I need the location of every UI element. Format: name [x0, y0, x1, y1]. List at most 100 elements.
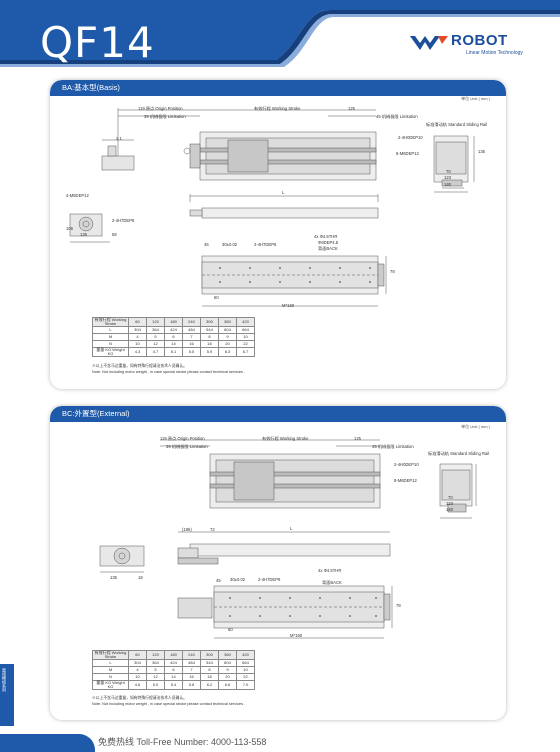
table-header-cell: 420 [236, 650, 255, 660]
table-header-cell: 420 [236, 317, 255, 327]
dim-135-end: 135 [478, 149, 485, 154]
table-cell: 6.6 [218, 680, 237, 690]
table-cell: 304 [128, 326, 147, 334]
table-cell: 4.3 [128, 347, 147, 357]
dim-l: L [290, 526, 293, 531]
brand-logo: ROBOT Linear Motion Technology [408, 32, 546, 62]
dim-70: 70 [448, 495, 453, 500]
dim-60: 60 [228, 627, 233, 632]
table-header-cell: 120 [146, 317, 165, 327]
section-basis: BA:基本型(Basis) 单位 Unit ( mm ) [50, 80, 506, 389]
table-cell: 6 [164, 666, 183, 674]
phi8-label: Φ8DEP4.5 [318, 240, 339, 245]
side-tab: 直线模组系列 [0, 664, 14, 726]
table-cell: 5 [146, 333, 165, 341]
table-cell: 304 [128, 659, 147, 667]
limit-39-label: 39 机械极限 Limitation [166, 444, 208, 449]
table-cell: 8 [200, 333, 219, 341]
table-cell: 16 [182, 340, 201, 348]
std-rail-label: 标准滑动轨 Standard Sliding Rail [428, 451, 490, 456]
section-title: BC:外置型(External) [50, 406, 506, 422]
table-cell: 6.3 [218, 347, 237, 357]
table-cell: 4 [128, 666, 147, 674]
basis-spec-table: 有效行程 Working Stroke 60 120 180 240 300 3… [92, 317, 255, 357]
dim-l: L [282, 190, 285, 195]
table-cell: 5.5 [182, 347, 201, 357]
std-rail-label: 标准滑动轨 Standard Sliding Rail [426, 122, 488, 127]
basis-side-view [201, 207, 379, 219]
table-cell: 12 [146, 673, 165, 681]
table-header-cell: 有效行程 Working Stroke [92, 317, 129, 327]
external-side-view [189, 543, 391, 557]
table-cell: 9 [218, 666, 237, 674]
table-cell: 14 [164, 673, 183, 681]
table-row: L 304 364 424 484 544 604 664 [92, 659, 255, 667]
dim-m: M*160 [290, 633, 303, 638]
logo-text: ROBOT [451, 32, 508, 49]
footer-accent [0, 734, 95, 752]
unit-label: 单位 Unit ( mm ) [461, 424, 490, 429]
dim-135: 135 [80, 232, 87, 237]
table-header-cell: 360 [218, 650, 237, 660]
product-title: QF14 [40, 18, 155, 67]
table-cell: 4.7 [146, 347, 165, 357]
table-cell: 9 [218, 333, 237, 341]
back-label: 背面BACK [322, 580, 342, 585]
table-cell: 604 [218, 326, 237, 334]
table-cell: 10 [128, 673, 147, 681]
dim-30: 30±0.02 [222, 242, 238, 247]
hole-4-label: 2-4H0DEP10 [398, 135, 423, 140]
dim-140: 140 [444, 182, 451, 187]
table-header-cell: 300 [200, 317, 219, 327]
table-cell: 5.1 [164, 347, 183, 357]
phi-label: 4x Φ4.5THR [314, 234, 338, 239]
dim-45: 45 [204, 242, 209, 247]
table-cell: 22 [236, 340, 255, 348]
table-cell: 7.0 [236, 680, 255, 690]
phi-label: 4x Φ4.5THR [318, 568, 342, 573]
logo-subtitle: Linear Motion Technology [466, 50, 523, 56]
table-cell: 484 [182, 659, 201, 667]
table-cell: 18 [200, 673, 219, 681]
table-header-cell: 60 [128, 317, 147, 327]
table-cell: 484 [182, 326, 201, 334]
table-cell: 664 [236, 659, 255, 667]
dim-70: 70 [446, 169, 451, 174]
table-cell: 364 [146, 659, 165, 667]
table-header-cell: 240 [182, 650, 201, 660]
dim-2-1: 2.1 [116, 136, 122, 141]
table-cell: 16 [182, 673, 201, 681]
section-title: BA:基本型(Basis) [50, 80, 506, 96]
table-cell: 424 [164, 326, 183, 334]
table-header-cell: 300 [200, 650, 219, 660]
table-cell: 20 [218, 340, 237, 348]
table-cell: 5 [146, 666, 165, 674]
table-header-cell: 240 [182, 317, 201, 327]
table-cell: 10 [236, 333, 255, 341]
table-header-cell: 180 [164, 650, 183, 660]
table-row: N 10 12 14 16 18 20 22 [92, 673, 255, 681]
table-cell: 10 [128, 340, 147, 348]
table-row: 重量 KG Weight KG 4.6 5.0 5.4 5.8 6.2 6.6 … [92, 680, 255, 690]
table-cell: 5.0 [146, 680, 165, 690]
origin-label: 119 原点 Origin Position [160, 436, 205, 441]
logo-mark-icon [410, 36, 448, 50]
note-en: Note: Not including motor weight , in ca… [92, 370, 246, 374]
table-cell: 10 [236, 666, 255, 674]
m6dep-label: 4-M6DEP12 [66, 193, 89, 198]
table-cell: L [92, 326, 129, 334]
table-cell: 18 [200, 340, 219, 348]
dim-195: (195) [182, 527, 192, 532]
dim-123: 123 [446, 501, 453, 506]
dim-125: 125 [354, 436, 361, 441]
note-cn: ※以上不含马达重量，如有特殊行程请洽技术人员确认。 [92, 364, 187, 368]
section-external: BC:外置型(External) 单位 Unit ( mm ) [50, 406, 506, 720]
table-cell: 6 [164, 333, 183, 341]
table-cell: 重量 KG Weight KG [92, 680, 129, 690]
table-cell: 424 [164, 659, 183, 667]
table-cell: 5.4 [164, 680, 183, 690]
back-label: 背面BACK [318, 246, 338, 251]
table-cell: 544 [200, 326, 219, 334]
h4h7-label: 2-4H7DEP6 [112, 218, 135, 223]
